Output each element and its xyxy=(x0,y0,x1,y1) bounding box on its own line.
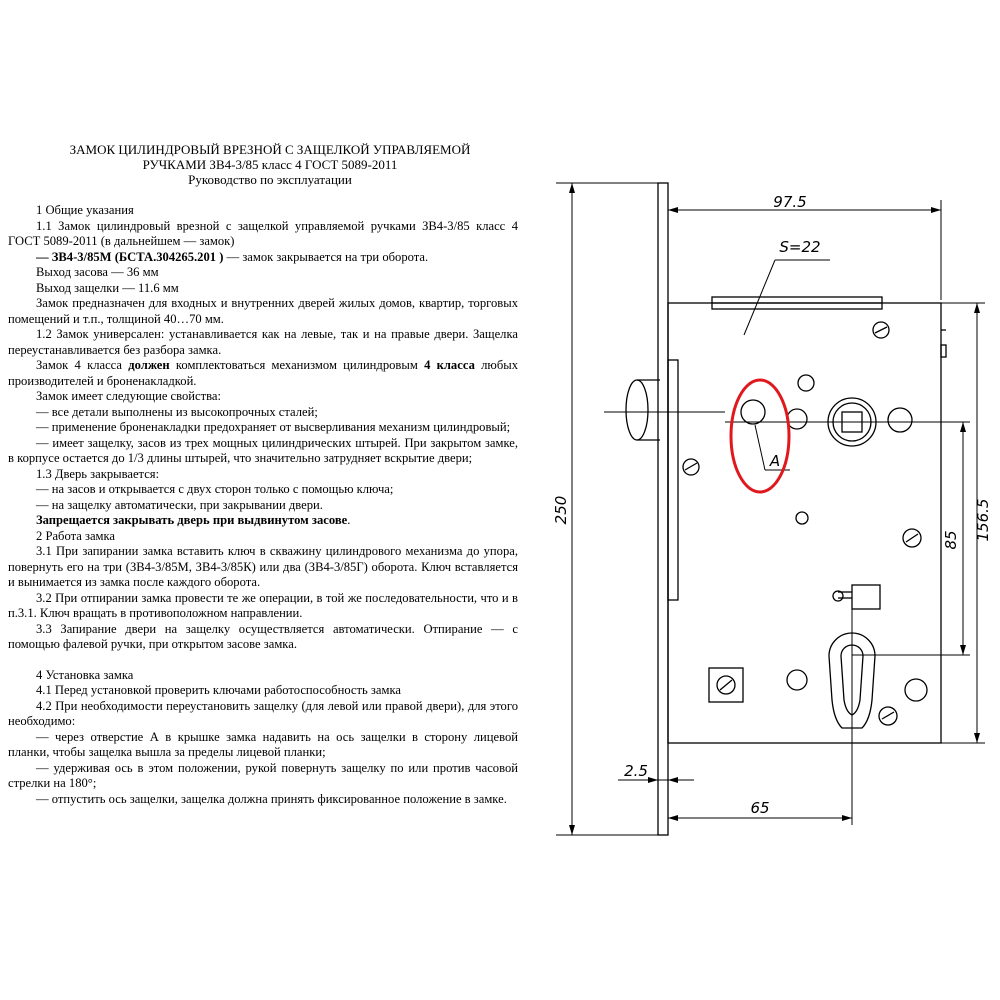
warning-paragraph: Запрещается закрывать дверь при выдвинут… xyxy=(36,513,351,527)
hole-a-highlight xyxy=(729,378,791,494)
paragraph: Выход защелки — 11.6 мм xyxy=(36,280,179,295)
hole-a-label: A xyxy=(769,452,780,470)
dim-156-label: 156.5 xyxy=(974,499,992,542)
dim-width-label: 97.5 xyxy=(773,193,806,211)
paragraph: — удерживая ось в этом положении, рукой … xyxy=(8,760,518,791)
paragraph: 1.2 Замок универсален: устанавливается к… xyxy=(8,327,518,357)
dim-backset-label: 65 xyxy=(750,799,769,817)
paragraph: — на защелку автоматически, при закрыван… xyxy=(36,497,323,512)
title-line-2: РУЧКАМИ ЗВ4-3/85 класс 4 ГОСТ 5089-2011 xyxy=(142,157,398,172)
dim-faceplate-label: 2.5 xyxy=(624,762,648,780)
paragraph: 4.2 При необходимости переустановить защ… xyxy=(8,698,518,729)
paragraph: — применение броненакладки предохраняет … xyxy=(36,420,511,434)
dim-85-label: 85 xyxy=(942,530,960,549)
paragraph: 4.1 Перед установкой проверить ключами р… xyxy=(36,683,401,697)
paragraph: Выход засова — 36 мм xyxy=(36,265,159,279)
paragraph: 1.1 Замок цилиндровый врезной с защелкой… xyxy=(8,218,518,249)
paragraph: — отпустить ось защелки, защелка должна … xyxy=(36,791,507,806)
paragraph: 1.3 Дверь закрывается: xyxy=(36,466,160,481)
document-title: ЗАМОК ЦИЛИНДРОВЫЙ ВРЕЗНОЙ С ЗАЩЕЛКОЙ УПР… xyxy=(40,142,500,187)
paragraph: Замок 4 класса должен комплектоваться ме… xyxy=(8,358,518,388)
paragraph: 3.3 Запирание двери на защелку осуществл… xyxy=(8,621,518,652)
paragraph: Замок имеет следующие свойства: xyxy=(36,389,222,403)
paragraph: 1 Общие указания xyxy=(36,203,134,217)
paragraph: — на засов и открывается с двух сторон т… xyxy=(36,482,394,496)
paragraph: — ЗВ4-3/85М (БСТА.304265.201 ) — замок з… xyxy=(36,249,429,264)
title-line-1: ЗАМОК ЦИЛИНДРОВЫЙ ВРЕЗНОЙ С ЗАЩЕЛКОЙ УПР… xyxy=(69,142,471,157)
mounting-screw xyxy=(708,667,744,703)
dim-thickness-label: S=22 xyxy=(779,238,820,256)
paragraph: — через отверстие А в крышке замка надав… xyxy=(8,729,518,760)
dim-height-label: 250 xyxy=(552,496,570,525)
paragraph: — имеет защелку, засов из трех мощных ци… xyxy=(8,435,518,466)
paragraph: 3.1 При запирании замка вставить ключ в … xyxy=(8,544,518,589)
latch-bolt xyxy=(625,379,649,441)
paragraph: 3.2 При отпирании замка провести те же о… xyxy=(8,590,518,621)
hole-a xyxy=(740,399,766,425)
faceplate xyxy=(657,182,669,836)
title-line-3: Руководство по эксплуатации xyxy=(188,172,352,187)
section-heading: 4 Установка замка xyxy=(36,667,134,682)
instructions-text: 1 Общие указания 1.1 Замок цилиндровый в… xyxy=(8,203,518,807)
section-heading: 2 Работа замка xyxy=(36,528,116,543)
paragraph: Замок предназначен для входных и внутрен… xyxy=(8,296,518,326)
paragraph: — все детали выполнены из высокопрочных … xyxy=(36,404,318,419)
